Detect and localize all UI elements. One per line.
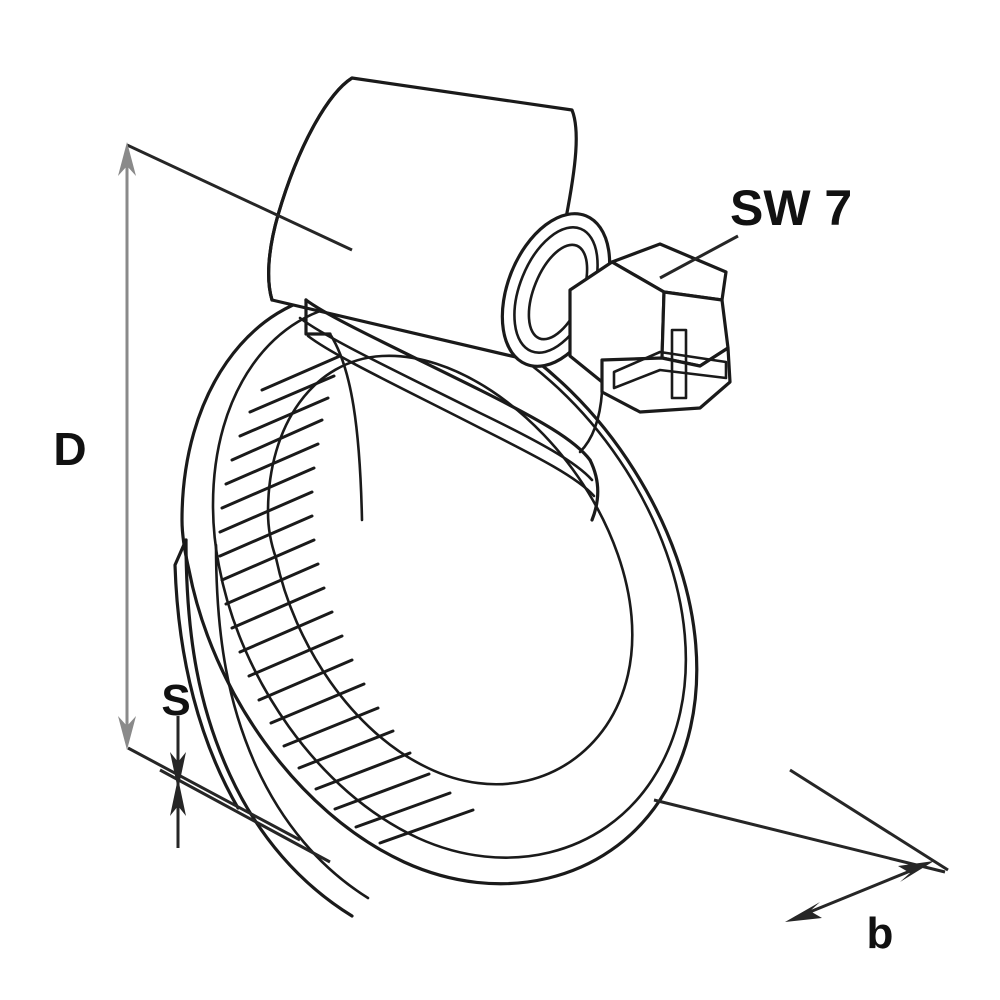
- dimension-D-label: D: [53, 423, 86, 475]
- band-aperture-edge: [266, 354, 634, 786]
- band-bridge-hook: [304, 298, 332, 336]
- dimension-S-arrow-up: [170, 778, 186, 816]
- dimension-b-ext-inner: [789, 768, 949, 872]
- housing-cap-left: [267, 76, 354, 302]
- housing-tail-strap: [588, 458, 600, 522]
- dimension-D-arrow-top: [118, 142, 136, 176]
- hex-head-shank: [578, 390, 604, 454]
- dimension-D-arrow-bottom: [118, 716, 136, 750]
- dimension-b-arrow-right: [898, 861, 934, 882]
- dimension-S-ext-outer: [127, 746, 301, 842]
- dimension-b-line: [794, 863, 926, 920]
- dimension-b: b: [653, 768, 949, 958]
- sw7-label: SW 7: [730, 180, 852, 236]
- band-tail-tip: [173, 538, 240, 810]
- label-sw7: SW 7: [659, 180, 852, 280]
- hex-cross-slot-horizontal: [612, 350, 728, 390]
- band-thread-slots: [218, 354, 475, 845]
- sw7-leader-line: [659, 234, 739, 280]
- dimension-b-ext-outer: [653, 798, 946, 874]
- dimension-D: D: [53, 142, 353, 750]
- band-tail-outer: [184, 538, 354, 918]
- hex-cross-slot-vertical: [670, 328, 688, 400]
- dimension-S-ext-inner: [159, 768, 331, 864]
- band-bridge-edge: [328, 332, 364, 522]
- dimension-S-arrow-down: [170, 752, 186, 790]
- dimension-D-ext-upper: [126, 143, 353, 252]
- dimension-b-label: b: [867, 909, 894, 958]
- band-tail-inner: [214, 543, 370, 900]
- hex-screw-head: [568, 242, 732, 454]
- dimension-S: S: [127, 676, 331, 864]
- dimension-S-label: S: [161, 676, 190, 725]
- housing-skirt-upper: [304, 298, 592, 462]
- dimension-b-arrow-left: [785, 902, 822, 922]
